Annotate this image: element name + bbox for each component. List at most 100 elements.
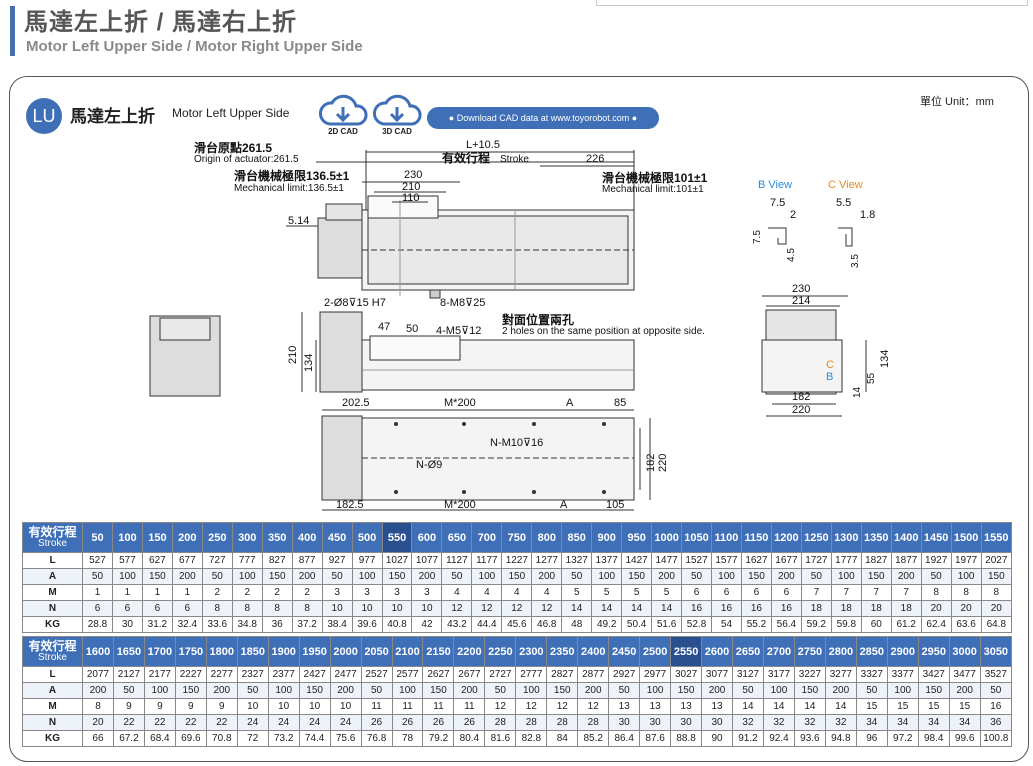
table-cell: 82.8: [515, 730, 548, 747]
stroke-value: 1550: [980, 522, 1013, 553]
table-cell: 50: [920, 568, 952, 585]
table-cell: 1377: [591, 552, 623, 569]
table-cell: 15: [886, 698, 919, 715]
stroke-value: 1150: [740, 522, 772, 553]
table-cell: 26: [391, 714, 424, 731]
stroke-header-en: Stroke: [38, 537, 67, 549]
mech-left-en: Mechanical limit:136.5±1: [234, 183, 344, 194]
row-label: N: [22, 600, 83, 617]
table-cell: 10: [267, 698, 300, 715]
bot-85: 85: [614, 397, 626, 409]
row-label: M: [22, 698, 83, 715]
stroke-value: 2250: [484, 636, 517, 667]
table-cell: 44.4: [471, 616, 503, 633]
section-title: 馬達左上折: [70, 107, 155, 126]
table-cell: 22: [112, 714, 145, 731]
row-label: N: [22, 714, 83, 731]
stroke-value: 2100: [391, 636, 424, 667]
table-cell: 11: [360, 698, 393, 715]
table-cell: 3427: [917, 666, 950, 683]
table-cell: 50: [360, 682, 393, 699]
table-cell: 2127: [112, 666, 145, 683]
table-cell: 73.2: [267, 730, 300, 747]
stroke-value: 2750: [793, 636, 826, 667]
table-cell: 1527: [681, 552, 713, 569]
stroke-value: 2450: [608, 636, 641, 667]
table-cell: 150: [793, 682, 826, 699]
table-cell: 32: [732, 714, 764, 731]
table-cell: 15: [917, 698, 950, 715]
table-cell: 150: [501, 568, 533, 585]
table-cell: 527: [82, 552, 113, 569]
hole-mark: [602, 422, 606, 426]
holes-m8: 8-M8⊽25: [440, 297, 485, 309]
b-dim-75a: 7.5: [770, 197, 785, 209]
mech-right-en: Mechanical limit:101±1: [602, 184, 704, 195]
table-cell: 150: [422, 682, 455, 699]
table-cell: 100: [762, 682, 795, 699]
origin-en: Origin of actuator:261.5: [194, 154, 299, 165]
table-cell: 2: [201, 584, 233, 601]
download-cad-link[interactable]: ● Download CAD data at www.toyorobot.com…: [427, 107, 659, 129]
table-cell: 74.4: [298, 730, 331, 747]
table-cell: 33.6: [201, 616, 233, 633]
stroke-value: 600: [411, 522, 443, 553]
table-cell: 38.4: [321, 616, 353, 633]
row-label: A: [22, 568, 83, 585]
table-cell: 32: [824, 714, 857, 731]
table-cell: 10: [329, 698, 362, 715]
hole-mark: [532, 490, 536, 494]
holes-m5: 4-M5⊽12: [436, 325, 481, 337]
top-motor-body: [317, 217, 367, 279]
table-cell: 2577: [391, 666, 424, 683]
table-cell: 200: [291, 568, 323, 585]
table-cell: 4: [501, 584, 533, 601]
cad-3d-button[interactable]: 3D CAD: [370, 94, 424, 138]
side-motor-top: [159, 317, 211, 341]
table-cell: 1227: [501, 552, 533, 569]
end-220: 220: [792, 404, 810, 416]
table-cell: 16: [681, 600, 713, 617]
table-cell: 100: [267, 682, 300, 699]
table-cell: 45.6: [501, 616, 533, 633]
table-cell: 2627: [422, 666, 455, 683]
c-dim-35: 3.5: [850, 254, 861, 268]
mech-right-zh: 滑台機械極限101±1: [602, 170, 708, 185]
table-cell: 877: [291, 552, 323, 569]
table-cell: 12: [501, 600, 533, 617]
end-14: 14: [852, 386, 863, 398]
table-cell: 14: [591, 600, 623, 617]
end-214: 214: [792, 295, 810, 307]
stroke-value: 2600: [701, 636, 734, 667]
table-cell: 28: [546, 714, 579, 731]
table-cell: 200: [577, 682, 610, 699]
table-cell: 37.2: [291, 616, 323, 633]
table-cell: 200: [531, 568, 563, 585]
stroke-value: 2700: [762, 636, 795, 667]
table-cell: 9: [112, 698, 145, 715]
side-210: 210: [287, 346, 299, 364]
table-cell: 16: [979, 698, 1013, 715]
table-cell: 14: [793, 698, 826, 715]
cad-2d-button[interactable]: 2D CAD: [316, 94, 370, 138]
table-cell: 63.6: [950, 616, 982, 633]
table-cell: 100.8: [979, 730, 1013, 747]
table-cell: 677: [171, 552, 203, 569]
table-cell: 81.6: [484, 730, 517, 747]
stroke-value: 250: [201, 522, 233, 553]
table-cell: 39.6: [351, 616, 383, 633]
table-cell: 91.2: [732, 730, 764, 747]
table-cell: 150: [298, 682, 331, 699]
table-cell: 4: [531, 584, 563, 601]
table-cell: 10: [321, 600, 353, 617]
stroke-value: 750: [501, 522, 533, 553]
table-cell: 7: [860, 584, 892, 601]
stroke-value: 1350: [860, 522, 892, 553]
table-cell: 1177: [471, 552, 503, 569]
table-cell: 7: [830, 584, 862, 601]
table-cell: 50: [608, 682, 641, 699]
table-cell: 30: [608, 714, 641, 731]
table-cell: 6: [770, 584, 802, 601]
